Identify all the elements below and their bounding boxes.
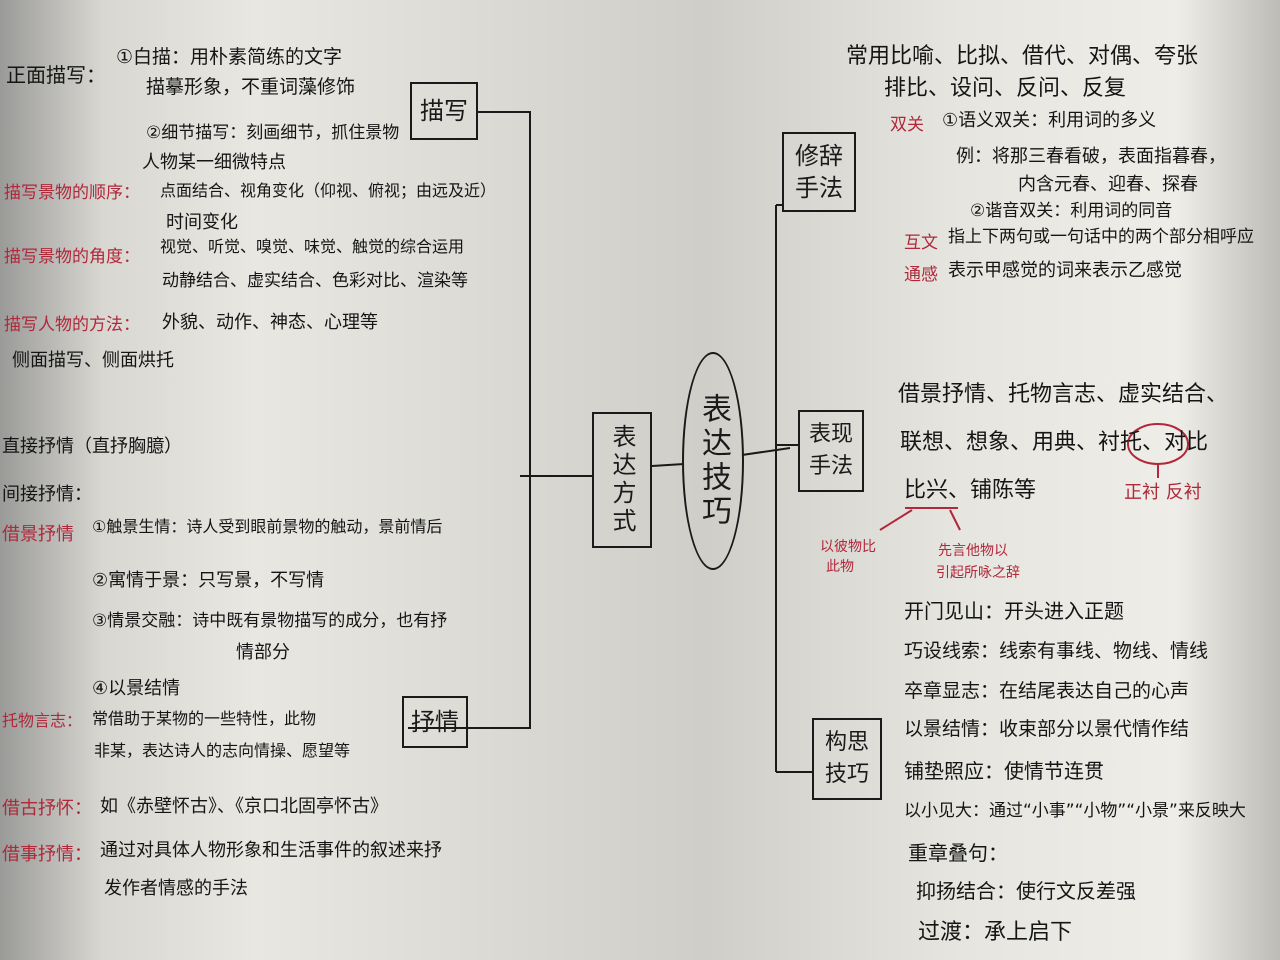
tonggan-text: 表示甲感觉的词来表示乙感觉 (948, 260, 1182, 281)
chujing-text: ①触景生情：诗人受到眼前景物的触动，景前情后 (92, 517, 443, 536)
shunxu-text: 点面结合、视角变化（仰视、俯视；由远及近） (160, 181, 497, 200)
gouzhao-item: 巧设线索：线索有事线、物线、情线 (904, 640, 1209, 662)
bixing-note-2: 此物 (826, 559, 854, 575)
center-label: 表达技巧 (696, 393, 731, 529)
node-gouzhao: 构思技巧 (812, 718, 882, 800)
biaoxian-line1: 借景抒情、托物言志、虚实结合、 (898, 382, 1229, 407)
node-miaoxie: 描写 (410, 82, 478, 140)
jieshi-text: 通过对具体人物形象和生活事件的叙述来抒 (100, 840, 442, 861)
shuangguan-1: ①语义双关：利用词的多义 (942, 110, 1157, 131)
bixing-note-1: 以彼物比 (820, 539, 876, 555)
jiejing-label: 借景抒情 (2, 524, 74, 545)
gouzhao-item: 铺垫照应：使情节连贯 (904, 759, 1104, 783)
huwen-text: 指上下两句或一句话中的两个部分相呼应 (948, 227, 1254, 247)
gouzhao-item: 开门见山：开头进入正题 (904, 599, 1124, 623)
jiaorong-text-2: 情部分 (236, 642, 290, 663)
jianjie-text: 间接抒情： (2, 484, 92, 505)
gouzhao-item: 重章叠句： (908, 841, 1008, 865)
shuangguan-li-2: 内含元春、迎春、探春 (1018, 174, 1198, 195)
jiegu-text: 如《赤壁怀古》、《京口北固亭怀古》 (100, 796, 388, 817)
jiaodu-text: 视觉、听觉、嗅觉、味觉、触觉的综合运用 (160, 237, 465, 256)
huwen-label: 互文 (904, 233, 938, 253)
renwu-label: 描写人物的方法： (4, 315, 140, 335)
jieshi-text-2: 发作者情感的手法 (104, 878, 248, 899)
jiegu-label: 借古抒怀： (2, 798, 92, 819)
bixing-note-4: 引起所咏之辞 (936, 565, 1020, 581)
shuangguan-2: ②谐音双关：利用词的同音 (970, 201, 1173, 221)
renwu-text: 外貌、动作、神态、心理等 (162, 312, 378, 333)
center-left-line (651, 463, 685, 467)
bixing-note-3: 先言他物以 (938, 543, 1008, 559)
xijie-text-2: 人物某一细微特点 (142, 152, 286, 173)
yuqing-text: ②寓情于景：只写景，不写情 (92, 570, 325, 591)
left-bracket-line (408, 111, 531, 729)
chentuo-note: 正衬 反衬 (1124, 482, 1202, 503)
center-right-line (741, 447, 791, 456)
gouzhao-item: 抑扬结合：使行文反差强 (916, 879, 1136, 903)
jiaodu-label: 描写景物的角度： (4, 247, 140, 267)
jiaodu-text-2: 动静结合、虚实结合、色彩对比、渲染等 (162, 271, 468, 291)
shuangguan-li: 例：将那三春看破，表面指暮春， (956, 146, 1226, 167)
baimiao-text-2: 描摹形象，不重词藻修饰 (146, 76, 356, 98)
jiaorong-text: ③情景交融：诗中既有景物描写的成分，也有抒 (92, 611, 448, 631)
tonggan-label: 通感 (904, 265, 938, 285)
jieshi-label: 借事抒情： (2, 844, 92, 865)
node-shuqing: 抒情 (402, 696, 468, 748)
tuowu-label: 托物言志： (2, 711, 83, 730)
cemian-text: 侧面描写、侧面烘托 (12, 350, 174, 371)
gouzhao-item: 过渡：承上启下 (918, 920, 1073, 945)
shuangguan-label: 双关 (890, 115, 924, 135)
zhijie-text: 直接抒情（直抒胸臆） (2, 436, 182, 457)
node-biaoxian: 表现手法 (798, 410, 864, 492)
zhengmian-label: 正面描写： (6, 63, 106, 87)
yijing-text: ④以景结情 (92, 678, 181, 699)
gouzhao-item: 以景结情：收束部分以景代情作结 (904, 718, 1190, 740)
baimiao-text: ①白描：用朴素简练的文字 (116, 46, 343, 68)
biaoxian-line3: 比兴、铺陈等 (904, 478, 1037, 503)
shunxu-label: 描写景物的顺序： (4, 183, 140, 203)
center-node: 表达技巧 (682, 352, 744, 570)
gouzhao-item: 卒章显志：在结尾表达自己的心声 (904, 680, 1190, 702)
tuowu-text-2: 非某，表达诗人的志向情操、愿望等 (94, 741, 351, 760)
changyong-text: 常用比喻、比拟、借代、对偶、夸张 (846, 44, 1199, 69)
biaoxian-line2: 联想、想象、用典、衬托、对比 (900, 430, 1209, 455)
xijie-text: ②细节描写：刻画细节，抓住景物 (146, 123, 400, 143)
node-xiuci: 修辞手法 (782, 132, 856, 212)
node-biaoda-fangshi: 表达方式 (592, 412, 652, 548)
shunxu-text-2: 时间变化 (166, 212, 238, 233)
changyong-text-2: 排比、设问、反问、反复 (884, 76, 1127, 101)
gouzhao-item: 以小见大：通过“小事”“小物”“小景”来反映大 (904, 801, 1246, 821)
tuowu-text: 常借助于某物的一些特性，此物 (92, 709, 317, 728)
